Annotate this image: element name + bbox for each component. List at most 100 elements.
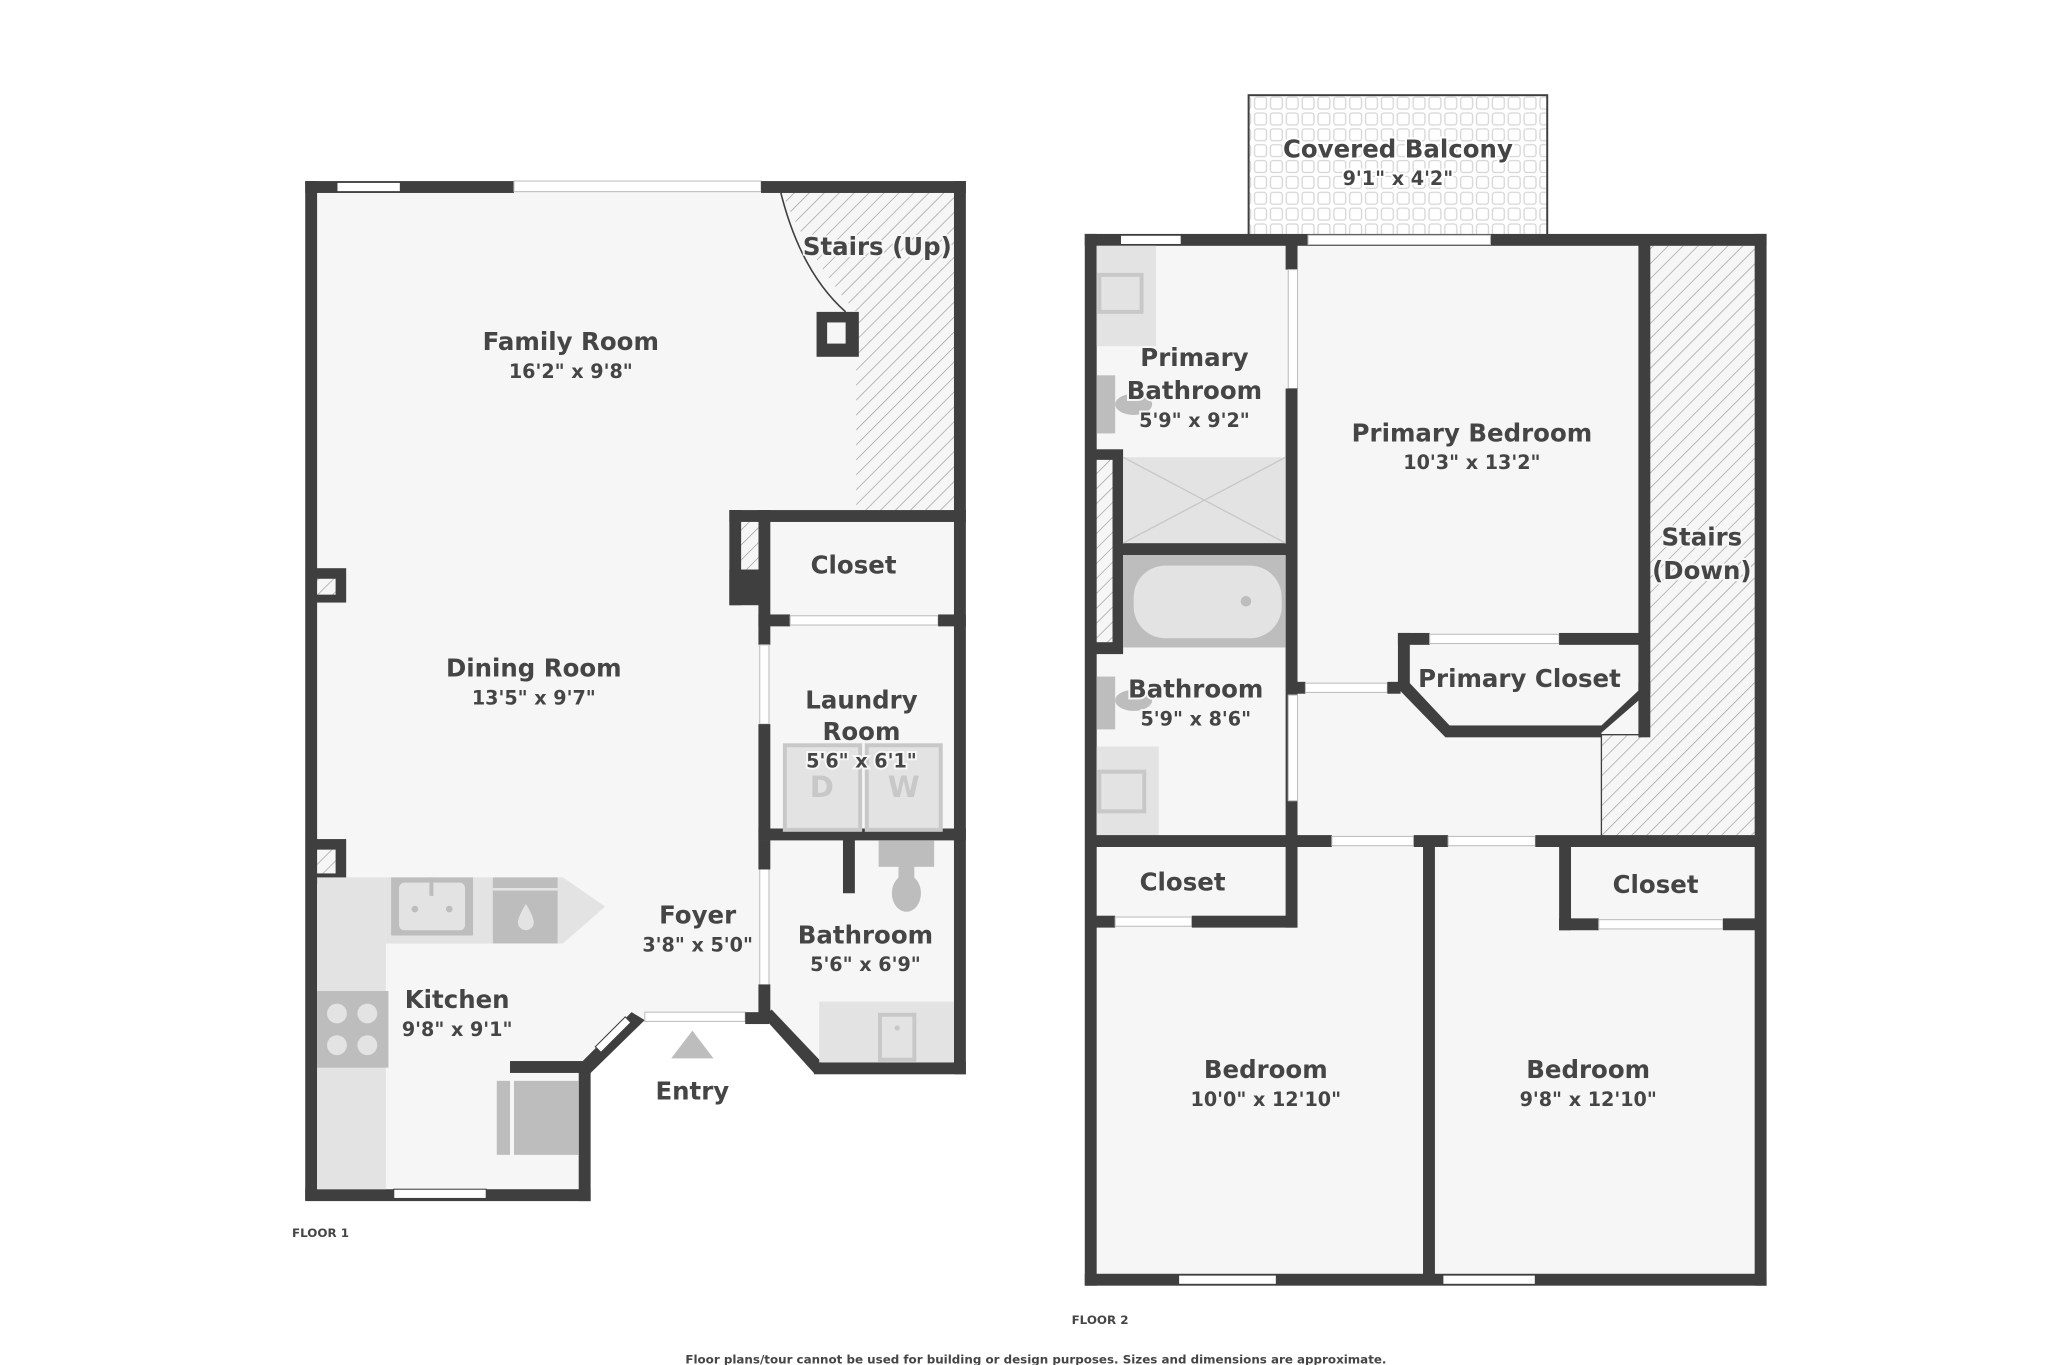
entry-arrow-icon [671,1030,714,1059]
closet-door [789,615,939,626]
floor-2-label: FLOOR 2 [1072,1313,1129,1327]
primary-closet-hall-opening [1304,682,1388,693]
dishwasher-line [492,887,558,891]
bathroom-door [1287,694,1299,802]
sink-icon [1097,769,1147,814]
column-inner [317,578,336,595]
toilet-bowl-icon [1115,393,1153,415]
room-label-primary-closet: Primary Closet [1418,664,1621,693]
burner-icon [357,1003,378,1024]
wall [1559,632,1647,645]
wall [1191,915,1298,928]
wall [758,724,771,841]
room-label-foyer: Foyer [659,901,736,930]
room-label-laundry-room-line2: Room [823,717,901,746]
wall [813,1062,966,1075]
room-label-covered-balcony: Covered Balcony [1283,134,1513,163]
room-label-laundry-room: Laundry [805,685,917,714]
wall [1091,915,1116,928]
room-label-family-room: Family Room [483,327,659,356]
room-dims-bathroom: 5'9" x 8'6" [1140,707,1251,730]
dryer-letter: D [810,770,834,804]
wall [938,614,966,627]
faucet [894,1025,900,1031]
wall [1285,240,1298,270]
laundry-door [759,644,770,725]
sink-icon [877,1012,917,1062]
sink-basin [399,882,466,931]
balcony-door [1307,234,1491,246]
room-label-kitchen: Kitchen [405,985,510,1014]
burner-icon [327,1003,347,1024]
wall [758,510,771,645]
room-label-closet: Closet [811,550,897,579]
wall [1397,683,1451,738]
wall [1285,840,1298,928]
covered-balcony [1247,94,1549,239]
floor-2-plan: Covered Balcony 9'1" x 4'2" Primary Bath… [1072,94,1767,1327]
wall [578,1012,645,1073]
bathroom-door [759,867,770,1001]
window [336,181,401,193]
wall [1397,632,1410,689]
refrigerator [513,1080,579,1155]
wall [1387,681,1401,694]
room-label-stairs-up: Stairs (Up) [803,232,952,261]
wall [758,510,966,522]
stairs-arc [778,187,847,313]
burner-icon [357,1035,378,1056]
wall [729,569,764,606]
wall [729,510,742,606]
room-dims-primary-bathroom: 5'9" x 9'2" [1139,409,1250,432]
room-label-primary-bathroom-line2: Bathroom [1127,376,1262,405]
wall [758,840,771,870]
fridge-door [496,1080,511,1155]
disclaimer: Floor plans/tour cannot be used for buil… [685,1353,1386,1365]
wall [1596,683,1647,738]
stove [317,991,389,1068]
bedroom-door [1447,835,1536,847]
room-label-dining-room: Dining Room [446,654,622,683]
wall [510,1061,591,1073]
dryer [782,743,863,832]
stairs-down-landing [1601,734,1647,841]
wall [758,614,791,627]
toilet-tank [1096,676,1116,730]
room-label-bathroom: Bathroom [798,920,933,949]
room-dims-bathroom: 5'6" x 6'9" [810,953,921,976]
room-label-closet-right: Closet [1613,870,1699,899]
room-label-closet-left: Closet [1140,868,1226,897]
wall [758,984,771,1018]
wall [1559,918,1599,931]
room-dims-covered-balcony: 9'1" x 4'2" [1343,167,1454,190]
window [1178,1274,1277,1285]
room-label-bathroom: Bathroom [1128,675,1263,704]
column-inner [317,849,336,874]
wall [305,181,318,1200]
wall [763,1009,822,1073]
room-label-entry: Entry [655,1076,729,1105]
room-dims-bedroom-left: 10'0" x 12'10" [1191,1088,1342,1111]
wall [1285,388,1298,846]
primary-closet-door [1429,633,1560,645]
room-label-bedroom-left: Bedroom [1204,1055,1328,1084]
wall [729,510,764,522]
wall [1722,918,1760,931]
washer [864,743,943,832]
window [393,1188,487,1199]
wall [578,1065,591,1202]
column-inner [827,322,846,344]
wall [1084,1273,1767,1286]
wall [1397,632,1430,645]
wall [953,181,966,1075]
wall [1091,835,1332,848]
wall-hatch [1096,459,1113,643]
vanity [1096,746,1159,840]
window [594,1016,632,1054]
toilet-bowl-icon [891,874,921,912]
room-dims-family-room: 16'2" x 9'8" [509,360,633,383]
sink-knob [445,905,453,913]
sink-knob [411,905,419,913]
open-wall [513,180,762,193]
wall [1559,840,1572,931]
